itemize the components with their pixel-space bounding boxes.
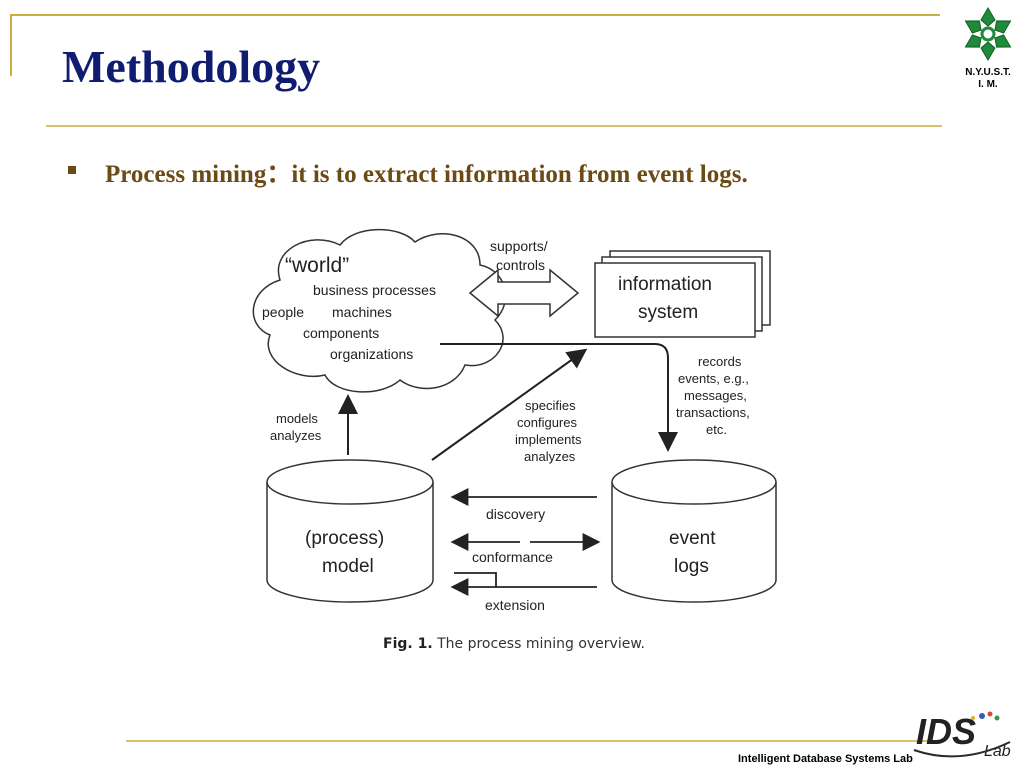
specifies-label-line1: specifies [525, 398, 576, 413]
extension-label: extension [485, 597, 545, 613]
info-system-label-line2: system [638, 302, 698, 323]
extension-loop [454, 572, 497, 587]
footer-text: Intelligent Database Systems Lab [738, 753, 913, 765]
slide-title: Methodology [62, 41, 321, 92]
cloud-item-people: people [262, 304, 304, 320]
process-model-cylinder-top [266, 459, 434, 505]
frame-top-line [10, 14, 940, 16]
ids-logo-graphic: IDS Lab [913, 711, 1011, 760]
specifies-arrow [431, 348, 588, 461]
bullet-text: Process mining：it is to extract informat… [105, 161, 748, 188]
records-label-line2: events, e.g., [678, 371, 749, 386]
supports-label-line2: controls [496, 257, 545, 273]
models-label-line2: analyzes [270, 428, 322, 443]
conformance-label: conformance [472, 549, 553, 565]
logo-text-line1: N.Y.U.S.T. [965, 67, 1011, 78]
figure-caption-text: The process mining overview. [437, 636, 645, 652]
specifies-label-line2: configures [517, 415, 577, 430]
info-system-box [594, 262, 756, 338]
bullet-marker [68, 166, 76, 174]
process-mining-diagram: “world” business processes people machin… [240, 220, 800, 635]
event-logs-cylinder-top [611, 459, 777, 505]
info-system-label-line1: information [618, 274, 712, 295]
records-label-line3: messages, [684, 388, 747, 403]
records-label-line4: transactions, [676, 405, 750, 420]
university-logo: N.Y.U.S.T. I. M. [956, 6, 1020, 90]
event-logs-label-line1: event [669, 528, 716, 549]
discovery-label: discovery [486, 506, 545, 522]
diagram-svg: “world” business processes people machin… [252, 228, 777, 613]
specifies-label-line3: implements [515, 432, 582, 447]
figure-caption: Fig. 1. The process mining overview. [383, 636, 645, 652]
frame-left-line [10, 14, 12, 76]
supports-double-arrow [468, 268, 580, 318]
cloud-title: “world” [285, 254, 349, 277]
records-arrow [440, 343, 678, 452]
world-cloud [252, 228, 507, 393]
event-logs-label-line2: logs [674, 556, 709, 577]
records-label-line5: etc. [706, 422, 727, 437]
process-model-label-line2: model [322, 556, 374, 577]
cloud-item-organizations: organizations [330, 346, 413, 362]
svg-text:IDS: IDS [916, 711, 976, 752]
logo-text-line2: I. M. [978, 79, 998, 90]
specifies-label-line4: analyzes [524, 449, 576, 464]
cloud-item-business-processes: business processes [313, 282, 436, 298]
supports-label-line1: supports/ [490, 238, 548, 254]
cloud-item-machines: machines [332, 304, 392, 320]
process-model-label-line1: (process) [305, 528, 384, 549]
svg-text:Lab: Lab [984, 743, 1011, 760]
event-logs-cylinder [611, 482, 777, 603]
records-label-line1: records [698, 354, 742, 369]
footer-divider [126, 740, 930, 742]
star-flower-icon [964, 7, 1012, 61]
cloud-item-components: components [303, 325, 379, 341]
models-label-line1: models [276, 411, 318, 426]
title-divider [46, 125, 942, 127]
ids-lab-logo: IDS Lab [910, 706, 1022, 769]
process-model-cylinder [266, 482, 434, 603]
figure-number: Fig. 1. [383, 636, 433, 652]
